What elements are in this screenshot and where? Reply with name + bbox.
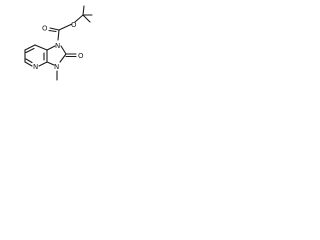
carbonyl-oxygen-label: O [42,25,48,33]
ring-n3-label: N [54,63,59,71]
tert-butyl-group [74,5,93,23]
chemical-structure: O O N N N O [24,5,93,81]
imidazolone-carbonyl [65,53,77,58]
pyridine-ring [24,44,48,67]
pyridine-nitrogen-label: N [33,63,38,71]
imidazolone-ring [46,45,67,66]
ring-n1-label: N [55,42,60,50]
carbamate-group [48,23,73,41]
ester-oxygen-label: O [71,21,77,29]
imidazolone-oxygen-label: O [78,52,84,60]
